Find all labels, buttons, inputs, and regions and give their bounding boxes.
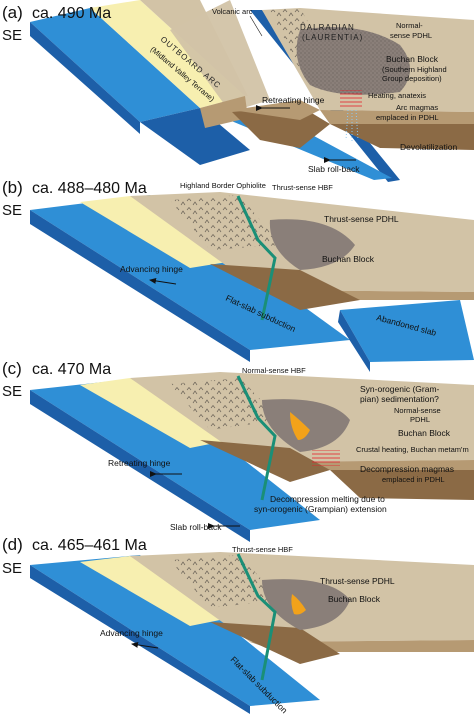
label-slab-rollback-c: Slab roll-back — [170, 522, 222, 532]
label-normal-pdhl-2: sense PDHL — [390, 31, 432, 40]
mantle-b — [210, 264, 360, 310]
label-synorogenic-2: pian) sedimentation? — [360, 394, 439, 404]
label-arc-magmas-2: emplaced in PDHL — [376, 113, 439, 122]
label-normal-pdhl-c-2: PDHL — [410, 415, 430, 424]
decompression-magmas — [312, 450, 340, 466]
panel-d-letter: (d) — [2, 535, 23, 554]
label-volcanic-arc: Volcanic arc — [212, 7, 253, 16]
label-synorogenic-1: Syn-orogenic (Gram- — [360, 384, 440, 394]
panel-d: (d) ca. 465–461 Ma SE Thrust-sense HBF T… — [2, 535, 474, 714]
hbf-c — [236, 375, 277, 501]
panel-a-letter: (a) — [2, 3, 23, 22]
outboard-arc-block — [170, 0, 270, 112]
slab-c-side — [30, 390, 250, 542]
ocean-plate-inner — [140, 108, 250, 165]
label-retreating-hinge: Retreating hinge — [262, 95, 325, 105]
label-group-deposition: Group deposition) — [382, 74, 442, 83]
orange-melt-d — [291, 594, 306, 615]
volcanics-d — [170, 555, 280, 608]
label-normal-pdhl-1: Normal- — [396, 21, 423, 30]
label-advancing-hinge-d: Advancing hinge — [100, 628, 163, 638]
leader-volcanic-arc — [249, 15, 263, 37]
buchan-block-c — [262, 399, 350, 452]
label-laurentia: (LAURENTIA) — [302, 33, 363, 42]
label-heating: Heating, anatexis — [368, 91, 426, 100]
label-thrust-pdhl-b: Thrust-sense PDHL — [324, 214, 399, 224]
buchan-block-d — [262, 579, 350, 630]
arc-lower-crust — [232, 100, 320, 120]
label-decomp-magmas-2: emplaced in PDHL — [382, 475, 445, 484]
ocean-plate-outer-side — [30, 22, 140, 134]
label-buchan-d: Buchan Block — [328, 594, 381, 604]
volcanics-c — [170, 378, 280, 430]
sediment-d — [80, 556, 230, 626]
laurentia-mantle — [330, 124, 474, 150]
arrow-advancing-hinge-b — [149, 277, 177, 285]
label-thrust-hbf-d: Thrust-sense HBF — [232, 545, 293, 554]
flat-slab-d — [30, 555, 320, 706]
panel-c-age: ca. 470 Ma — [32, 361, 111, 378]
outboard-arc-side — [200, 96, 248, 128]
label-normal-pdhl-c-1: Normal-sense — [394, 406, 441, 415]
panel-b: (b) ca. 488–480 Ma SE Highland Border Op… — [2, 178, 474, 372]
arc-magmas — [340, 90, 362, 108]
label-thrust-hbf-b: Thrust-sense HBF — [272, 183, 333, 192]
panel-b-age: ca. 488–480 Ma — [32, 180, 147, 197]
mantle-c-right — [330, 470, 474, 500]
sediment-c — [80, 378, 230, 448]
panel-c-se: SE — [2, 383, 22, 400]
label-normal-hbf-c: Normal-sense HBF — [242, 366, 306, 375]
hbf-b — [236, 195, 277, 321]
abandoned-slab — [340, 300, 474, 362]
panel-b-letter: (b) — [2, 178, 23, 197]
label-devolatilization: Devolatilization — [400, 142, 457, 152]
volcanics-b — [170, 195, 280, 250]
panel-d-se: SE — [2, 560, 22, 577]
mantle-c — [200, 440, 330, 482]
mantle-d — [210, 622, 340, 664]
flat-slab-d-side — [30, 565, 250, 714]
label-decomp-magmas-1: Decompression magmas — [360, 464, 454, 474]
label-southern-highland: (Southern Highland — [382, 65, 447, 74]
panel-c: (c) ca. 470 Ma SE Normal-sense HBF Syn-o… — [2, 359, 474, 542]
label-ophiolite: Highland Border Ophiolite — [180, 181, 266, 190]
label-buchan-b: Buchan Block — [322, 254, 375, 264]
panel-a-se: SE — [2, 27, 22, 44]
abandoned-slab-side — [338, 310, 370, 372]
label-dalradian: DALRADIAN — [300, 23, 355, 32]
orange-melt-c — [290, 412, 310, 440]
arrow-advancing-hinge-d — [131, 641, 159, 649]
panel-a: (a) ca. 490 Ma SE Volcanic arc DALRADIAN… — [2, 0, 474, 182]
label-retreating-hinge-c: Retreating hinge — [108, 458, 171, 468]
laurentia-crust-front — [320, 110, 474, 124]
flat-slab-side — [30, 210, 250, 362]
label-advancing-hinge-b: Advancing hinge — [120, 264, 183, 274]
sediment-b — [80, 196, 240, 268]
hbf-d — [236, 553, 277, 681]
label-thrust-pdhl-d: Thrust-sense PDHL — [320, 576, 395, 586]
label-decomp-melt-1: Decompression melting due to — [270, 494, 385, 504]
label-decomp-melt-2: syn-orogenic (Grampian) extension — [254, 504, 387, 514]
panel-c-letter: (c) — [2, 359, 22, 378]
ocean-plate-outer — [30, 8, 200, 122]
panel-b-se: SE — [2, 202, 22, 219]
label-buchan-block: Buchan Block — [386, 54, 439, 64]
flat-slab — [30, 195, 350, 350]
buchan-block-dots — [296, 27, 410, 95]
panel-d-age: ca. 465–461 Ma — [32, 537, 147, 554]
devolatilization-plume — [345, 109, 359, 142]
label-buchan-c: Buchan Block — [398, 428, 451, 438]
panel-a-age: ca. 490 Ma — [32, 5, 111, 22]
slab-c — [30, 378, 320, 530]
buchan-block-b — [269, 219, 355, 270]
label-arc-magmas-1: Arc magmas — [396, 103, 438, 112]
label-slab-rollback: Slab roll-back — [308, 164, 360, 174]
label-crustal-heating: Crustal heating, Buchan metam'm — [356, 445, 469, 454]
sediment-wedge — [90, 0, 245, 108]
